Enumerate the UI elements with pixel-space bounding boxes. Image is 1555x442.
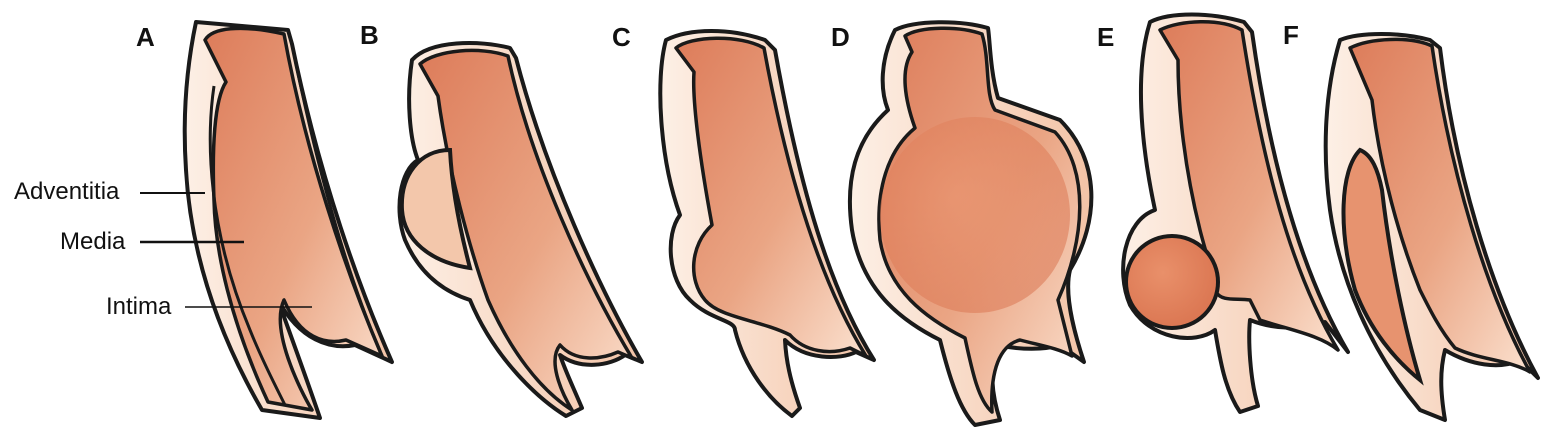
panel-label-c: C [612, 22, 631, 52]
vessel-c-lumen [674, 36, 868, 358]
vessel-d-bulge [880, 117, 1070, 313]
vessel-e [1121, 12, 1350, 414]
media-label: Media [60, 228, 126, 255]
vessel-a [182, 20, 394, 420]
panel-label-b: B [360, 20, 379, 50]
vessel-d [847, 20, 1094, 427]
panel-label-a: A [136, 22, 155, 52]
vessel-f [1323, 32, 1540, 422]
vessel-f-lumen [1348, 37, 1532, 374]
vessel-c [658, 29, 876, 418]
vessel-a-media-line-right [290, 43, 384, 357]
panel-label-f: F [1283, 20, 1299, 50]
panel-label-d: D [831, 22, 850, 52]
intima-label: Intima [106, 293, 172, 320]
panel-label-e: E [1097, 22, 1115, 52]
vessel-e-sac [1124, 234, 1220, 330]
vessel-e-lumen [1158, 20, 1340, 352]
vessel-f-dissection-flap [1341, 147, 1424, 386]
vessel-b [397, 41, 644, 418]
adventitia-label: Adventitia [14, 178, 120, 205]
vessel-b-lumen [418, 48, 634, 412]
vessel-a-media-line [208, 85, 287, 406]
vessel-b-sac [399, 147, 473, 271]
